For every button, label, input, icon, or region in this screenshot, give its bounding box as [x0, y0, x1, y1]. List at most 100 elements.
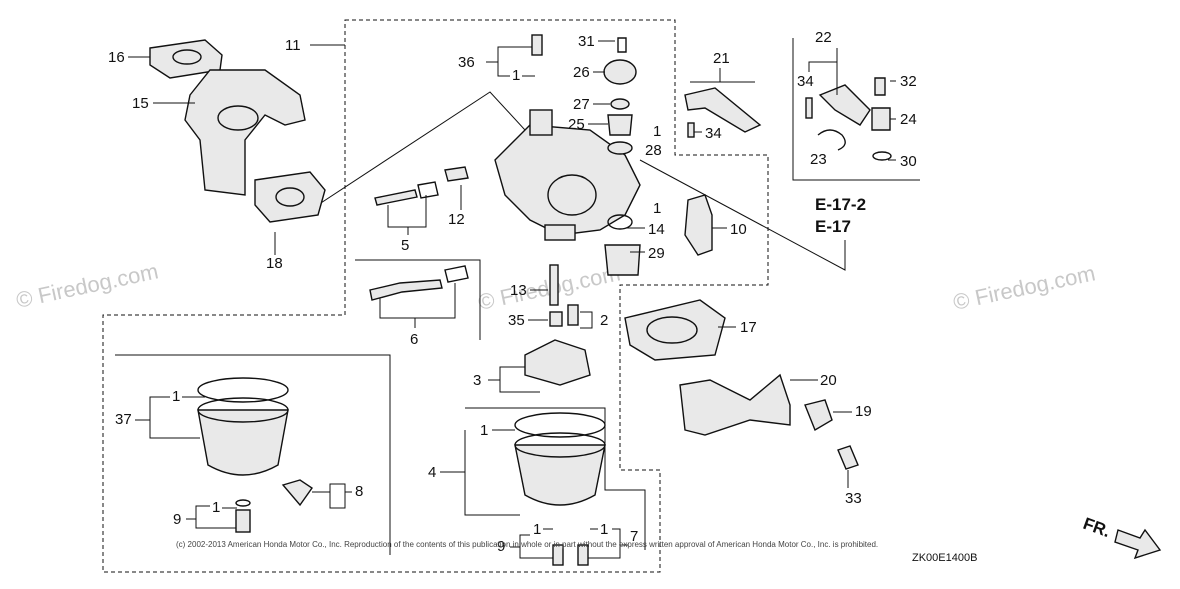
bowl-kit-frame	[115, 354, 391, 555]
callout-24: 24	[900, 111, 917, 128]
part-9b-bolt	[552, 544, 564, 566]
part-28-valve	[607, 141, 633, 155]
part-10-lever	[684, 194, 713, 256]
callout-1-h: 1	[600, 521, 608, 538]
callout-12: 12	[448, 211, 465, 228]
part-34-pin-a	[687, 122, 695, 138]
callout-1-e: 1	[480, 422, 488, 439]
callout-1-c: 1	[653, 200, 661, 217]
part-31-screw	[617, 37, 627, 53]
governor-frame	[792, 38, 920, 181]
callout-4: 4	[428, 464, 436, 481]
callout-1-d: 1	[172, 388, 180, 405]
callout-19: 19	[855, 403, 872, 420]
part-17-gasket	[624, 299, 726, 361]
callout-8: 8	[355, 483, 363, 500]
part-12-screw	[444, 166, 469, 182]
callout-30: 30	[900, 153, 917, 170]
leader-ref	[639, 159, 846, 271]
callout-34-a: 34	[705, 125, 722, 142]
watermark-left: © Firedog.com	[14, 258, 161, 313]
part-26-cover	[603, 59, 637, 85]
callout-1-g: 1	[533, 521, 541, 538]
watermark-center: © Firedog.com	[476, 260, 623, 315]
part-25-valve	[607, 114, 633, 136]
part-18-gasket	[254, 171, 326, 223]
callout-9-a: 9	[173, 511, 181, 528]
callout-33: 33	[845, 490, 862, 507]
leader-18	[297, 91, 526, 219]
callout-10: 10	[730, 221, 747, 238]
callout-31: 31	[578, 33, 595, 50]
callout-2: 2	[600, 312, 608, 329]
part-2-jet	[567, 304, 579, 326]
callout-16: 16	[108, 49, 125, 66]
pilot-screw-frame	[355, 259, 481, 340]
callout-3: 3	[473, 372, 481, 389]
part-36-screw	[531, 34, 543, 56]
part-6-screw	[369, 279, 443, 301]
part-37-bowl	[197, 409, 289, 476]
reference-e-17-2: E-17-2	[815, 195, 866, 214]
callout-36: 36	[458, 54, 475, 71]
part-35-jet	[549, 311, 563, 327]
part-29-fitting	[604, 244, 641, 276]
callout-21: 21	[713, 50, 730, 67]
callout-11: 11	[285, 37, 301, 54]
callout-9-b: 9	[497, 538, 505, 555]
part-20-plate	[679, 373, 791, 436]
bowl-assembly-frame	[465, 407, 646, 550]
part-5-screw	[374, 189, 418, 206]
callout-1-a: 1	[512, 67, 520, 84]
part-19-clip	[804, 399, 833, 432]
callout-28: 28	[645, 142, 662, 159]
front-marker: FR.	[1081, 514, 1113, 541]
part-8-screw	[281, 479, 313, 507]
callout-26: 26	[573, 64, 590, 81]
callout-35: 35	[508, 312, 525, 329]
callout-18: 18	[266, 255, 283, 272]
callout-34-b: 34	[797, 73, 814, 90]
reference-e-17: E-17	[815, 217, 851, 236]
part-32-bolt	[874, 77, 886, 96]
front-arrow	[1114, 528, 1162, 560]
callout-15: 15	[132, 95, 149, 112]
part-24-nut	[871, 107, 891, 131]
part-4-bowl-gasket	[514, 412, 606, 438]
callout-13: 13	[510, 282, 527, 299]
part-22-arm	[818, 84, 871, 126]
callout-27: 27	[573, 96, 590, 113]
part-4-bowl	[514, 444, 606, 506]
part-37-bowl-gasket	[197, 377, 289, 403]
part-9-bolt	[235, 509, 251, 533]
callout-1-f: 1	[212, 499, 220, 516]
copyright-notice: (c) 2002-2013 American Honda Motor Co., …	[176, 540, 878, 549]
part-33-bolt	[837, 445, 859, 470]
callout-23: 23	[810, 151, 827, 168]
part-21-lever	[684, 87, 762, 133]
callout-7: 7	[630, 528, 638, 545]
part-27-washer	[610, 98, 630, 110]
callout-5: 5	[401, 237, 409, 254]
part-30-washer	[872, 151, 892, 161]
callout-37: 37	[115, 411, 132, 428]
part-14-oring	[607, 214, 633, 230]
part-7-screw	[577, 544, 589, 566]
callout-14: 14	[648, 221, 665, 238]
callout-22: 22	[815, 29, 832, 46]
diagram-code: ZK00E1400B	[912, 552, 977, 564]
watermark-right: © Firedog.com	[951, 260, 1098, 315]
part-13-jet	[549, 264, 559, 306]
callout-17: 17	[740, 319, 757, 336]
callout-6: 6	[410, 331, 418, 348]
part-3-float	[524, 339, 591, 386]
carburetor-assembly-frame	[102, 19, 769, 573]
part-15-insulator	[184, 69, 306, 196]
callout-32: 32	[900, 73, 917, 90]
part-34-pin-b	[805, 97, 813, 119]
part-23-spring	[817, 129, 846, 151]
callout-1-b: 1	[653, 123, 661, 140]
callout-25: 25	[568, 116, 585, 133]
callout-20: 20	[820, 372, 837, 389]
